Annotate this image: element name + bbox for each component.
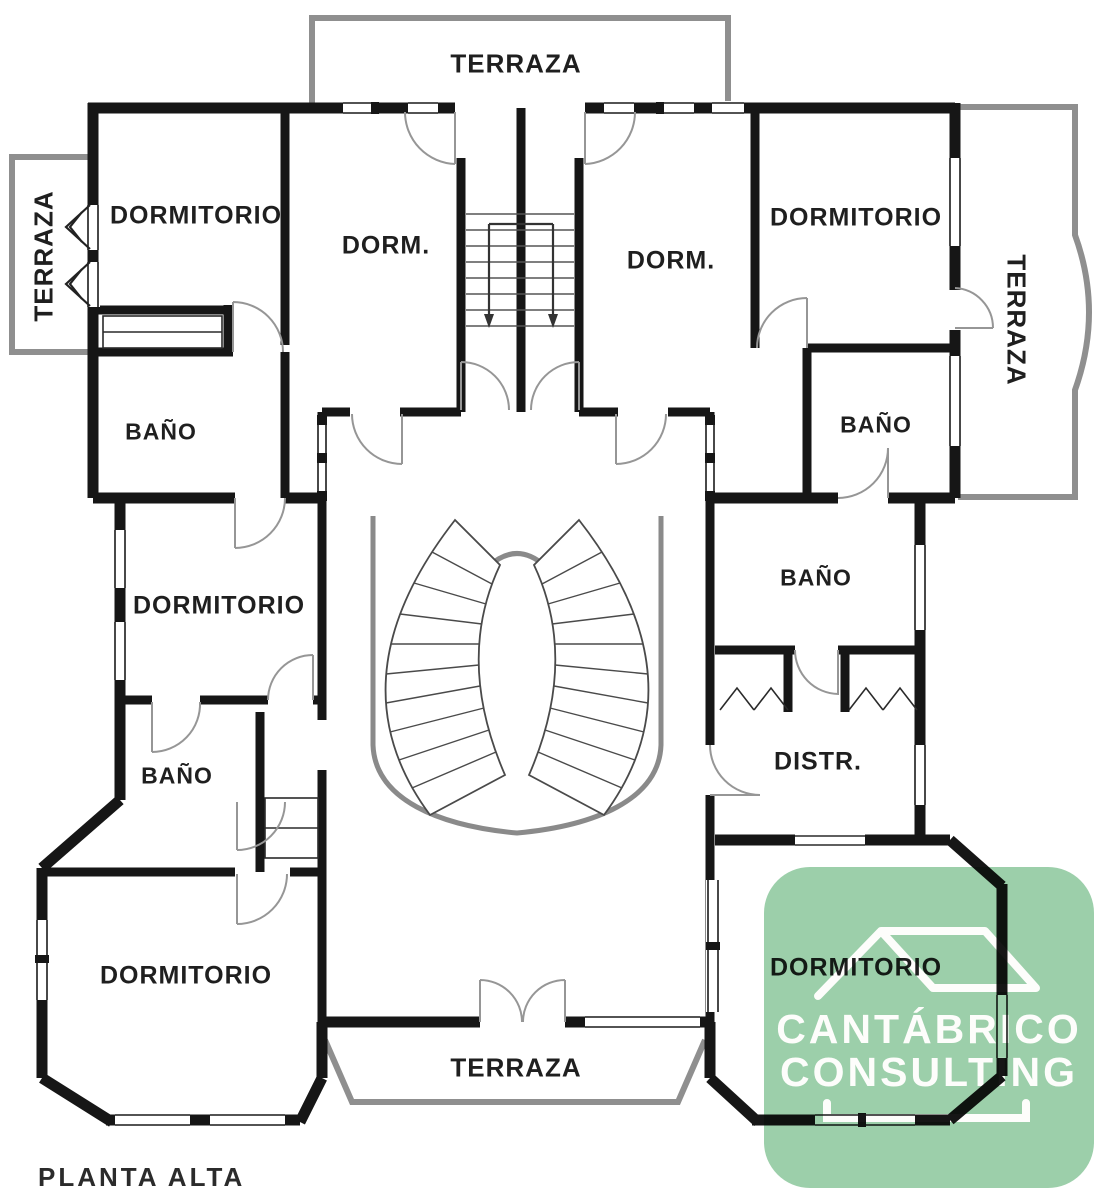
bifold-door-icon — [719, 686, 918, 711]
plan-title: PLANTA ALTA — [38, 1162, 246, 1192]
house-base-icon — [823, 1099, 1030, 1122]
grand-staircase-left-treads — [385, 551, 497, 789]
casement-chevron-icon — [64, 204, 91, 307]
watermark-line1: CANTÁBRICO — [776, 1006, 1082, 1052]
doors — [151, 111, 995, 1023]
terrace-left-outline — [9, 154, 90, 355]
terrace-right-outline — [958, 104, 1092, 500]
house-roof-icon — [814, 927, 1040, 1000]
closets — [102, 315, 918, 859]
terrace-outlines — [9, 15, 1092, 1105]
interior-walls — [46, 103, 955, 1022]
terrace-bottom-outline — [322, 1038, 708, 1105]
grand-staircase-right-flight — [527, 518, 650, 817]
grand-staircase-left-flight — [384, 518, 507, 817]
grand-staircase-right-treads — [537, 551, 649, 789]
stair-direction-arrow-icon — [484, 314, 558, 328]
watermark-line2: CONSULTING — [780, 1049, 1078, 1095]
secondary-staircase — [466, 213, 574, 328]
terrace-top-outline — [309, 15, 731, 103]
sliding-door-icon — [795, 835, 865, 846]
watermark-panel — [764, 867, 1094, 1188]
